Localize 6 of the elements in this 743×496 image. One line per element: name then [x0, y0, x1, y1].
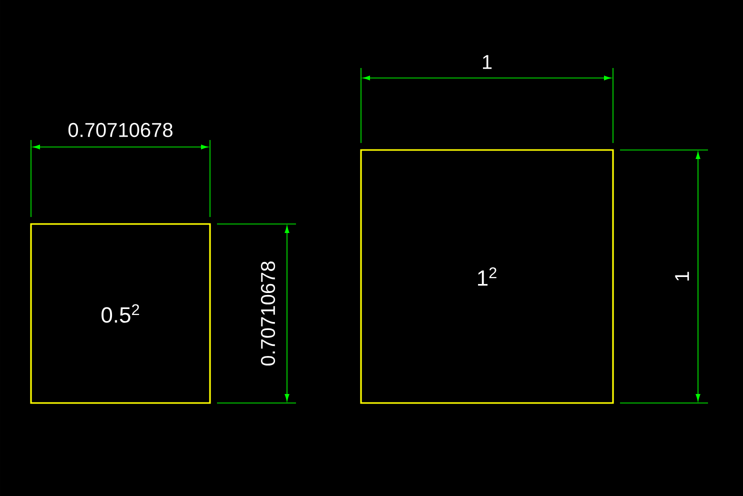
dimension-label: 1: [675, 272, 689, 281]
square: 0.5$^{2}$: [30, 223, 211, 404]
dimension-label: 0.70710678: [260, 262, 276, 366]
square: 1$^{2}$: [360, 149, 614, 404]
dimension-label: 1: [482, 55, 492, 69]
dimension-label: 0.70710678: [68, 122, 172, 138]
